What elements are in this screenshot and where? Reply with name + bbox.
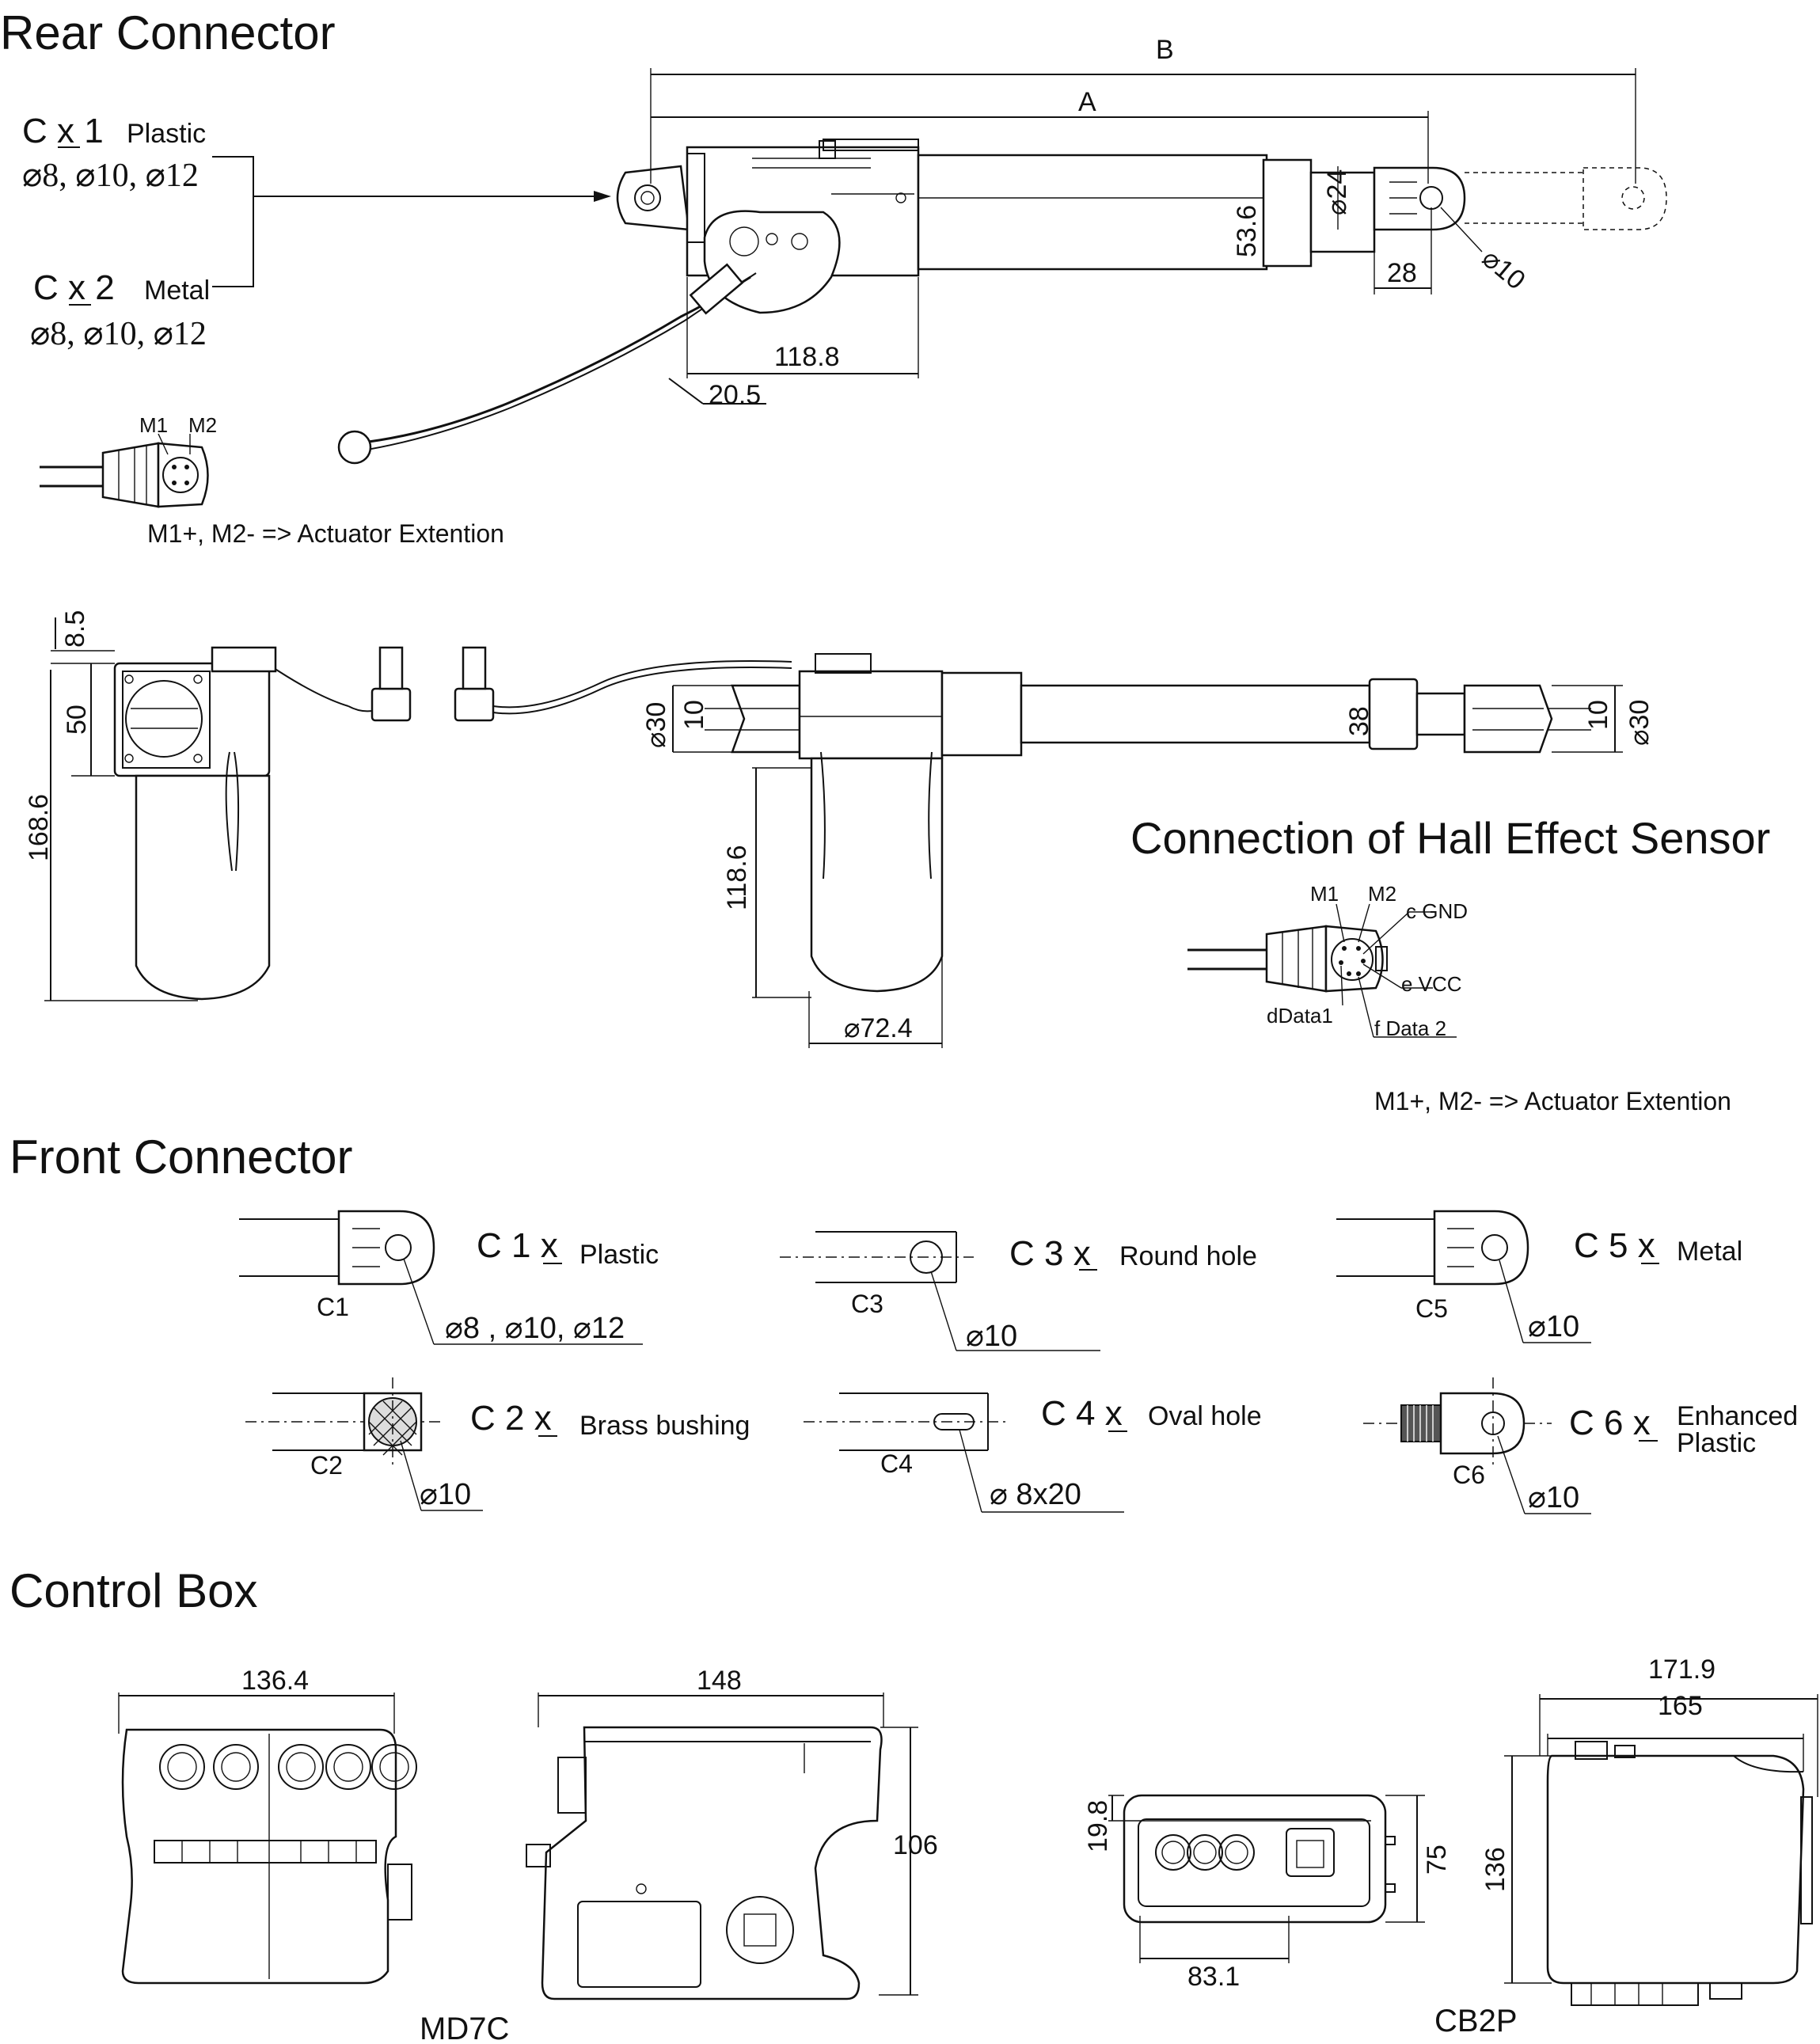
rear-option-metal: C x 2 Metal ⌀8, ⌀10, ⌀12 [30,268,210,352]
rear-option-plastic: C x 1 Plastic ⌀8, ⌀10, ⌀12 [22,112,206,194]
dim-10: ⌀10 [1476,243,1531,296]
dim-24: ⌀24 [1322,169,1352,215]
c5-code: C 5 x [1574,1226,1655,1265]
c1-code: C 1 x [477,1226,558,1265]
hall-vcc: e VCC [1401,972,1462,996]
front-c2: C 2 x Brass bushing C2 ⌀10 [245,1377,750,1511]
c3-code: C 3 x [1009,1234,1091,1273]
dim-118-6: 118.6 [722,845,752,910]
c5-tag: C5 [1415,1294,1448,1323]
c6-tag: C6 [1453,1461,1485,1489]
md7c-front: 136.4 [118,1666,417,1985]
cb2p-165: 165 [1658,1691,1703,1721]
actuator-side-view [731,653,1553,993]
rear-option1-code: C x 1 [22,112,104,150]
front-c5: C 5 x Metal C5 ⌀10 [1336,1210,1742,1343]
cb2p-75: 75 [1422,1845,1452,1875]
hall-sensor-plug: M1 M2 c GND e VCC dData1 f Data 2 M1+, M… [1187,882,1731,1115]
dim-20-5: 20.5 [709,380,761,410]
hall-data2: f Data 2 [1374,1016,1446,1040]
c6-size: ⌀10 [1528,1481,1579,1514]
heading-hall-sensor: Connection of Hall Effect Sensor [1130,813,1770,863]
option-bracket [212,156,254,287]
c3-tag: C3 [851,1290,883,1318]
c6-label2: Plastic [1677,1428,1756,1458]
arrow-icon [594,191,611,202]
rear-option1-sizes: ⌀8, ⌀10, ⌀12 [22,158,199,194]
cb2p-side: 171.9 165 136 [1480,1655,1818,2006]
dim-38: 38 [1344,706,1374,736]
c2-size: ⌀10 [420,1478,471,1511]
c4-code: C 4 x [1041,1394,1123,1433]
plug-m1-label: M1 [139,413,168,437]
heading-control-box: Control Box [9,1564,257,1617]
c4-label: Oval hole [1148,1401,1262,1431]
md7c-name: MD7C [420,2012,509,2044]
dim-10b: 10 [1583,700,1613,730]
rear-option2-type: Metal [144,275,210,306]
dim-53-6: 53.6 [1232,205,1262,257]
front-c4: C 4 x Oval hole C4 ⌀ 8x20 [804,1392,1262,1513]
motor-end-view [113,646,792,1001]
cb2p-136: 136 [1480,1847,1510,1892]
dim-72-4: ⌀72.4 [844,1013,913,1043]
c2-label: Brass bushing [579,1411,750,1441]
dim-30b: ⌀30 [1624,700,1655,746]
cb2p-83-1: 83.1 [1187,1962,1240,1992]
c5-label: Metal [1677,1237,1742,1267]
c5-size: ⌀10 [1528,1310,1579,1343]
dim-118-8: 118.8 [774,342,840,372]
dim-50: 50 [62,705,92,735]
c2-tag: C2 [310,1451,343,1480]
cb2p-19-8: 19.8 [1083,1800,1113,1852]
plug-note: M1+, M2- => Actuator Extention [147,519,504,548]
actuator-top-view [337,139,1667,465]
front-c6: C 6 x Enhanced Plastic C6 ⌀10 [1363,1377,1798,1514]
md7c-w2: 148 [697,1666,742,1696]
c4-size: ⌀ 8x20 [990,1478,1081,1511]
dim-10a: 10 [679,700,709,730]
hall-m2: M2 [1368,882,1396,906]
rear-option2-sizes: ⌀8, ⌀10, ⌀12 [30,316,207,352]
c6-label: Enhanced [1677,1401,1798,1431]
md7c-w1: 136.4 [241,1666,309,1696]
cb2p-171-9: 171.9 [1648,1655,1716,1685]
md7c-h: 106 [893,1830,938,1860]
dim-A: A [1078,87,1096,117]
side-dimensions: 8.5 50 168.6 ⌀30 10 38 10 ⌀30 118.6 ⌀72.… [24,610,1655,1048]
hall-m1: M1 [1310,882,1339,906]
rear-option2-code: C x 2 [33,268,115,307]
hall-gnd: c GND [1406,899,1468,923]
c1-label: Plastic [579,1240,659,1270]
c6-code: C 6 x [1569,1404,1651,1442]
c3-size: ⌀10 [966,1320,1017,1353]
md7c-side: 148 106 [526,1666,938,2000]
heading-front-connector: Front Connector [9,1130,353,1183]
front-c3: C 3 x Round hole C3 ⌀10 [780,1231,1257,1353]
rear-option1-type: Plastic [127,119,206,149]
c1-tag: C1 [317,1293,349,1321]
dim-28: 28 [1387,258,1417,288]
cb2p-front: 19.8 75 83.1 [1083,1794,1452,1992]
plug-m2-label: M2 [188,413,217,437]
rear-plug: M1 M2 M1+, M2- => Actuator Extention [40,413,504,548]
hall-note: M1+, M2- => Actuator Extention [1374,1087,1731,1115]
cb2p-name: CB2P [1434,2004,1518,2038]
dim-8-5: 8.5 [60,610,90,648]
c2-code: C 2 x [470,1399,552,1438]
dim-B: B [1156,35,1174,65]
front-c1: C 1 x Plastic C1 ⌀8 , ⌀10, ⌀12 [239,1210,659,1345]
dim-30a: ⌀30 [641,702,671,748]
dim-168-6: 168.6 [24,794,54,861]
c4-tag: C4 [880,1449,913,1478]
top-dimensions: B A 53.6 ⌀24 28 ⌀10 118.8 20.5 [650,35,1636,410]
c1-size: ⌀8 , ⌀10, ⌀12 [445,1312,625,1345]
heading-rear-connector: Rear Connector [0,6,336,59]
c3-label: Round hole [1119,1241,1257,1271]
hall-data1: dData1 [1267,1004,1333,1028]
